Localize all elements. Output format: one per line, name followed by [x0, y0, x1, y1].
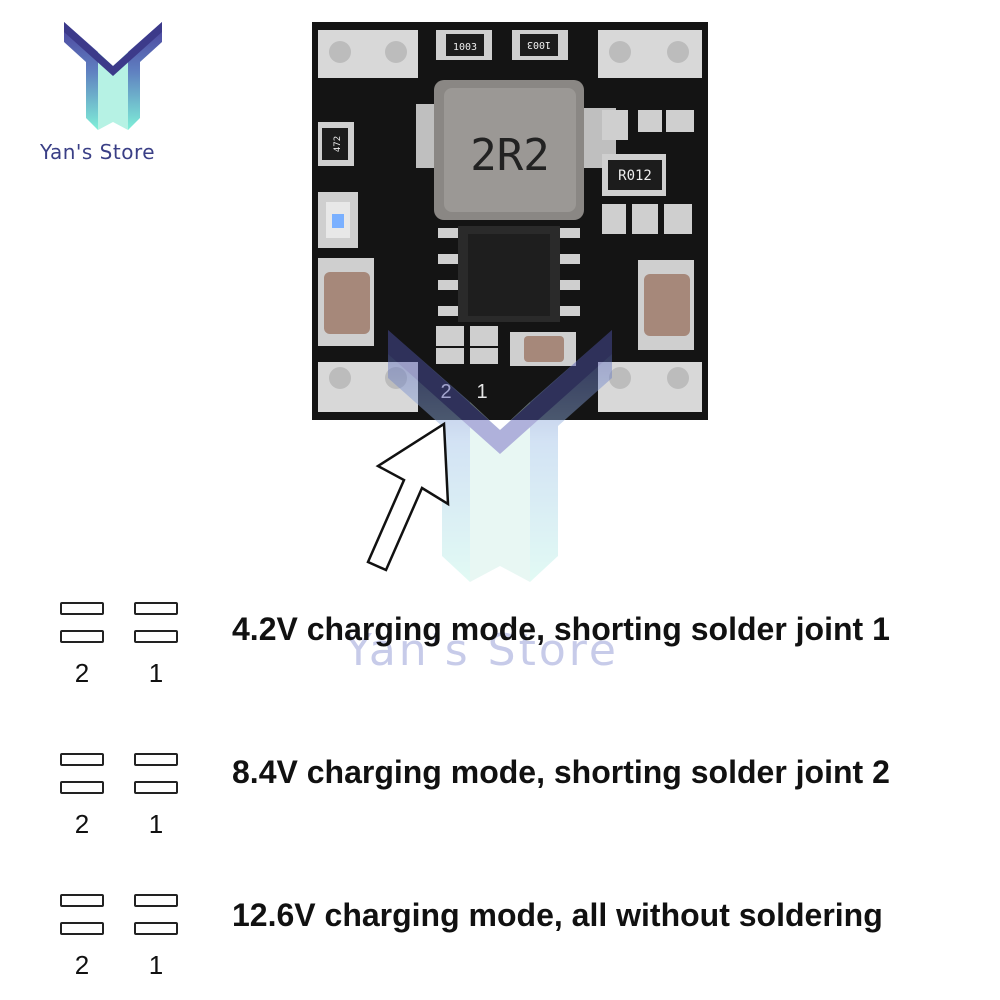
- solder-joint-diagram: 2 1: [58, 600, 188, 690]
- pad-2-bottom: [60, 781, 104, 794]
- pad-1-top: [134, 753, 178, 766]
- pcb-board: 1003 1003 2R2 472 R012 2 1: [312, 22, 708, 420]
- joint-label-2: 2: [74, 809, 90, 839]
- store-logo: [64, 22, 162, 130]
- joint-label-1: 1: [148, 950, 164, 980]
- pad-1-top: [134, 894, 178, 907]
- joint-label-2: 2: [74, 950, 90, 980]
- solder-joint-diagram: 2 1: [58, 751, 188, 841]
- pad-2-bottom: [60, 922, 104, 935]
- pad-1-bottom: [134, 630, 178, 643]
- joint-label-1: 1: [148, 809, 164, 839]
- pad-label-1: 1: [476, 381, 487, 403]
- resistor-marking: R012: [618, 168, 652, 184]
- watermark-text: Yan's Store: [345, 625, 619, 676]
- pad-1-bottom: [134, 922, 178, 935]
- pad-2-top: [60, 894, 104, 907]
- watermark-logo: [388, 330, 612, 582]
- small-resistor-marking: 472: [333, 136, 343, 152]
- pad-2-top: [60, 602, 104, 615]
- mode-description: 4.2V charging mode, shorting solder join…: [232, 611, 890, 647]
- mode-description: 8.4V charging mode, shorting solder join…: [232, 754, 890, 790]
- inductor-marking: 2R2: [470, 130, 549, 181]
- top-resistor-right-marking: 1003: [527, 39, 551, 50]
- pad-1-top: [134, 602, 178, 615]
- joint-label-1: 1: [148, 658, 164, 688]
- top-resistor-left-marking: 1003: [453, 42, 477, 53]
- pad-2-bottom: [60, 630, 104, 643]
- pad-1-bottom: [134, 781, 178, 794]
- pad-2-top: [60, 753, 104, 766]
- joint-label-2: 2: [74, 658, 90, 688]
- store-name: Yan's Store: [40, 140, 156, 164]
- arrow-icon: [366, 421, 450, 572]
- solder-joint-diagram: 2 1: [58, 892, 188, 982]
- mode-description: 12.6V charging mode, all without solderi…: [232, 897, 883, 933]
